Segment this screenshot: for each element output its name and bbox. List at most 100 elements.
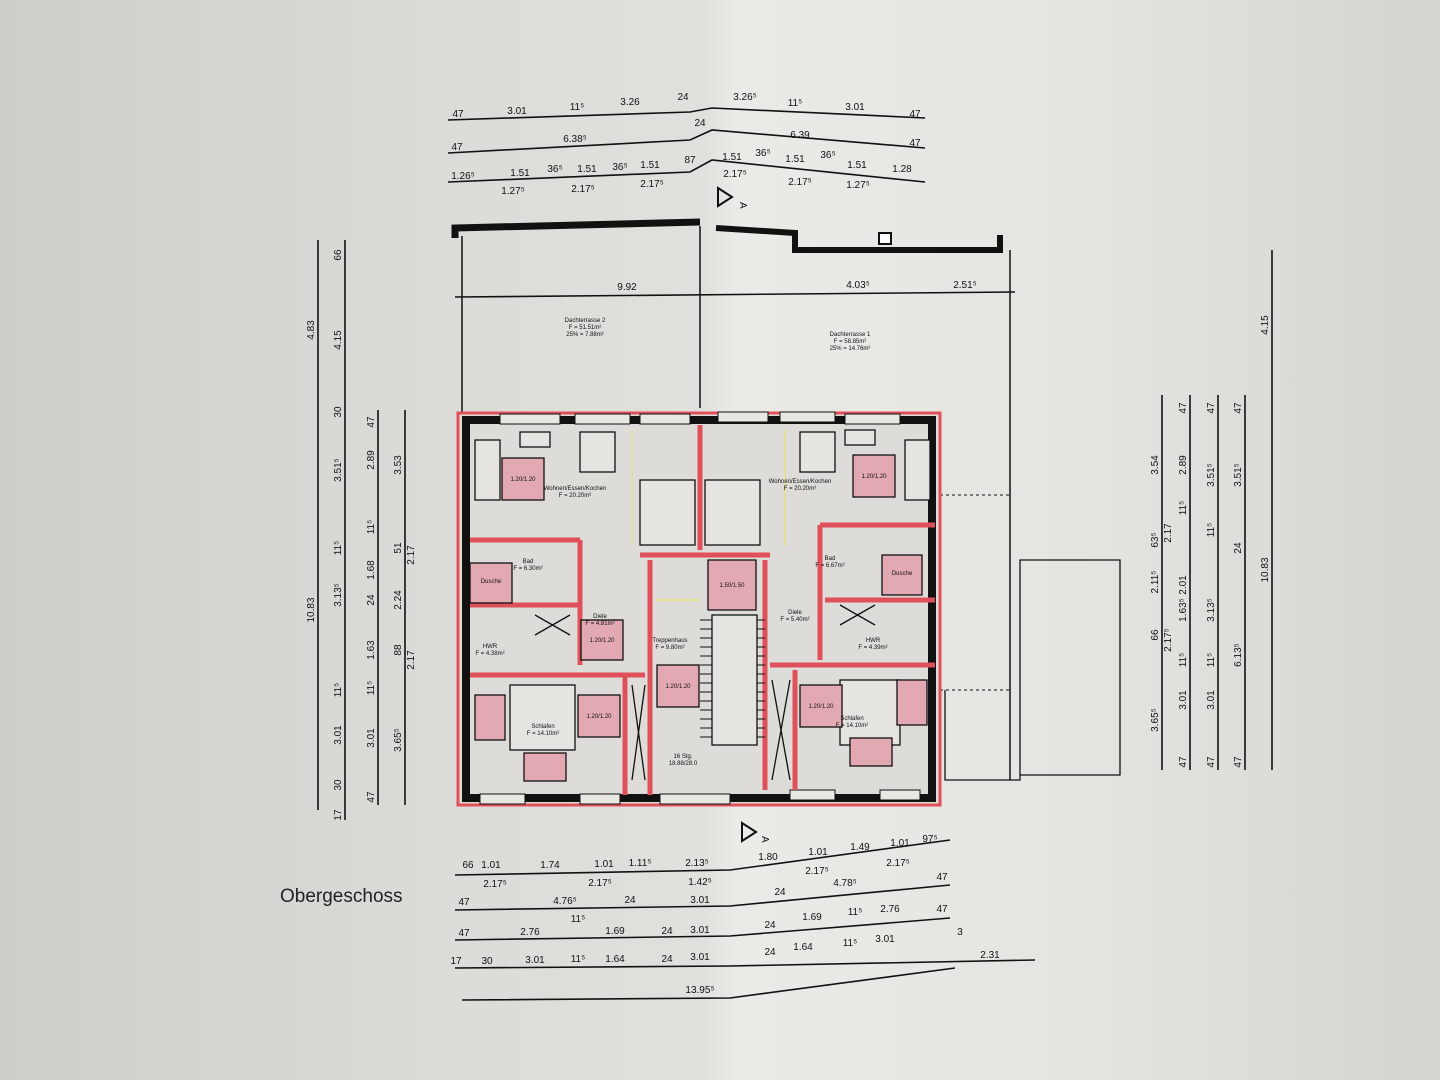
- room-area: F = 20.20m²: [784, 486, 817, 492]
- dimension-label: 47: [1178, 756, 1189, 768]
- room-name: Diele: [788, 610, 802, 616]
- dimension-label: 24: [366, 594, 377, 606]
- dimension-label: 47: [366, 791, 377, 803]
- dimension-label: 36⁵: [755, 148, 770, 159]
- room-area: F = 6.30m²: [513, 566, 542, 572]
- dimension-label: 47: [458, 928, 470, 939]
- room-area: F = 4.81m²: [585, 621, 614, 627]
- dimension-label: 1.27⁵: [846, 180, 870, 191]
- dimension-label: 2.11⁵: [1150, 571, 1161, 594]
- dimension-label: 24: [694, 118, 706, 129]
- dimension-label: 47: [1206, 756, 1217, 768]
- dimension-label: 9.92: [617, 282, 637, 293]
- dimension-label: 11⁵: [848, 907, 863, 918]
- window-size-label: 1.20/1.20: [589, 638, 615, 644]
- dimension-label: 47: [909, 109, 921, 120]
- dimension-label: 11⁵: [843, 938, 858, 949]
- dimension-label: 36⁵: [547, 164, 562, 175]
- dimension-label: 2.13⁵: [685, 858, 709, 869]
- dimension-label: 1.01: [481, 860, 501, 871]
- dimension-label: 4.03⁵: [846, 280, 870, 291]
- window-size-label: 1.50/1.50: [719, 583, 745, 589]
- dimension-label: 1.01: [808, 847, 828, 858]
- plan-labels: 47 3.01 11⁵ 3.26 24 3.26⁵ 11⁵ 3.01 47 47 6.38⁵ 24 6.…: [306, 92, 1271, 996]
- dimension-label: 47: [451, 142, 463, 153]
- dimension-label: 3: [957, 927, 963, 938]
- dimension-label: 47: [366, 416, 377, 428]
- window-size-label: 1.20/1.20: [861, 474, 887, 480]
- dimension-label: 3.51⁵: [1233, 463, 1244, 487]
- window-size-label: 1.20/1.20: [808, 704, 834, 710]
- dimension-label: 63⁵: [1150, 532, 1161, 547]
- dimension-label: 1.69: [605, 926, 625, 937]
- room-name: Wohnen/Essen/Kochen: [544, 486, 607, 492]
- dimension-label: 47: [1233, 756, 1244, 768]
- dimension-label: 3.01: [1206, 690, 1217, 710]
- dimension-label: 3.01: [875, 934, 895, 945]
- dimension-label: 47: [1233, 402, 1244, 414]
- section-label: A: [759, 836, 770, 843]
- dimension-label: 3.53: [393, 455, 404, 475]
- stair-ratio: 18.88/28.0: [669, 761, 698, 767]
- dimension-label: 2.17⁵: [886, 858, 910, 869]
- dimension-label: 47: [1206, 402, 1217, 414]
- dimension-label: 2.17⁵: [788, 177, 812, 188]
- room-name: Dachterrasse 1: [830, 332, 871, 338]
- room-area: F = 6.67m²: [815, 563, 844, 569]
- dimension-label: 10.83: [306, 597, 317, 622]
- dimension-label: 97⁵: [922, 834, 937, 845]
- dimension-label: 6.38⁵: [563, 134, 587, 145]
- dimension-lines: [317, 107, 1273, 1001]
- room-name: HWR: [866, 638, 881, 644]
- dimension-label: 1.26⁵: [451, 171, 475, 182]
- dimension-label: 4.15: [1260, 315, 1271, 335]
- dimension-label: 2.01: [1178, 575, 1189, 595]
- dimension-label: 4.15: [333, 330, 344, 350]
- room-area: F = 20.20m²: [559, 493, 592, 499]
- dimension-label: 1.69: [802, 912, 822, 923]
- dimension-label: 1.64: [605, 954, 625, 965]
- dimension-label: 3.01: [1178, 690, 1189, 710]
- dimension-label: 66: [333, 249, 344, 261]
- room-area: F = 14.10m²: [527, 731, 560, 737]
- dimension-label: 2.17: [406, 545, 417, 565]
- dimension-label: 24: [764, 920, 776, 931]
- dimension-label: 47: [936, 904, 948, 915]
- section-marker-bottom: A: [741, 821, 770, 843]
- room-name: Diele: [593, 614, 607, 620]
- dimension-label: 2.17⁵: [805, 866, 829, 877]
- dimension-label: 1.51: [577, 164, 597, 175]
- dimension-label: 10.83: [1260, 557, 1271, 582]
- dimension-label: 11⁵: [366, 681, 377, 696]
- dimension-label: 1.74: [540, 860, 560, 871]
- dimension-label: 47: [936, 872, 948, 883]
- room-name: Schlafen: [840, 716, 863, 722]
- dimension-label: 1.63⁵: [1178, 598, 1189, 622]
- dimension-label: 6.13⁵: [1233, 643, 1244, 667]
- dimension-label: 66: [462, 860, 474, 871]
- dimension-label: 11⁵: [1178, 653, 1189, 668]
- dimension-label: 1.68: [366, 560, 377, 580]
- dimension-label: 3.51⁵: [333, 458, 344, 482]
- dimension-label: 24: [661, 954, 673, 965]
- dimension-label: 1.11⁵: [629, 858, 652, 869]
- dimension-label: 2.17⁵: [588, 878, 612, 889]
- dimension-label: 1.64: [793, 942, 813, 953]
- window-size-label: 1.20/1.20: [586, 714, 612, 720]
- stair-steps: 16 Stg.: [673, 754, 692, 760]
- dimension-label: 11⁵: [1206, 523, 1217, 538]
- dimension-label: 3.26: [620, 97, 640, 108]
- dimension-label: 47: [458, 897, 470, 908]
- dimension-label: 11⁵: [333, 541, 344, 556]
- window-size-label: 1.20/1.20: [665, 684, 691, 690]
- dimension-label: 30: [481, 956, 493, 967]
- room-name: Wohnen/Essen/Kochen: [769, 479, 832, 485]
- dimension-label: 3.26⁵: [733, 92, 757, 103]
- shower-label: Dusche: [892, 571, 913, 577]
- room-name: Bad: [825, 556, 836, 562]
- dimension-label: 11⁵: [366, 520, 377, 535]
- dimension-label: 17: [333, 809, 344, 821]
- dimension-label: 24: [1233, 542, 1244, 554]
- dimension-label: 47: [452, 109, 464, 120]
- dimension-label: 6.39: [790, 130, 810, 141]
